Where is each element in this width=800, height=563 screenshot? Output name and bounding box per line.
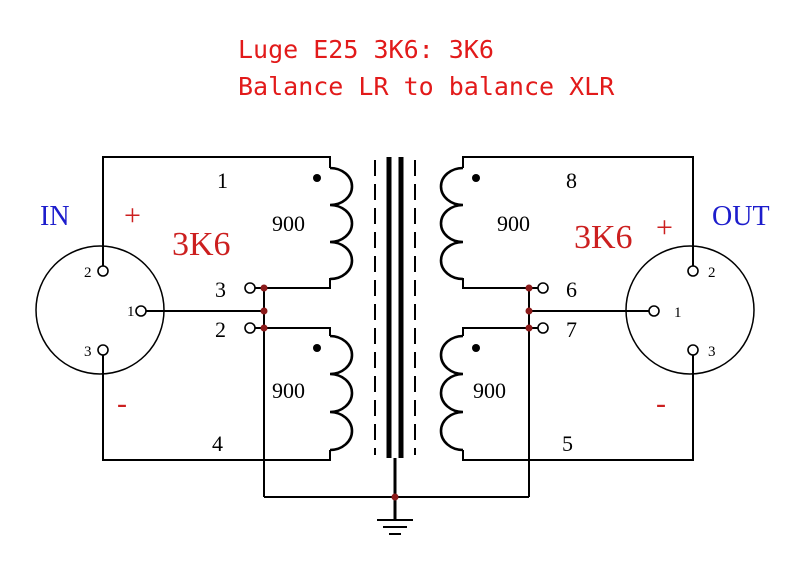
- output-pin-2: [687, 265, 699, 277]
- primary-terminal-3-label: 3: [215, 277, 226, 302]
- output-pin-1-label: 1: [674, 305, 682, 321]
- output-label: OUT: [712, 201, 770, 232]
- title-line-2: Balance LR to balance XLR: [238, 72, 615, 101]
- input-minus-sign: -: [117, 387, 127, 420]
- terminal-2: [244, 322, 256, 334]
- terminal-3: [244, 282, 256, 294]
- input-pin-1: [135, 305, 147, 317]
- junction-dots: [260, 284, 533, 501]
- primary-wiring: [102, 156, 395, 498]
- input-pin-3-label: 3: [84, 344, 92, 360]
- primary-upper-coil: [329, 166, 354, 281]
- primary-terminal-2-label: 2: [215, 317, 226, 342]
- secondary-terminal-8-label: 8: [566, 168, 577, 193]
- primary-lower-coil: [329, 334, 354, 452]
- secondary-wiring: [395, 156, 694, 498]
- secondary-upper-winding-label: 900: [497, 211, 530, 236]
- title-line-1: Luge E25 3K6: 3K6: [238, 35, 494, 64]
- secondary-terminal-5-label: 5: [562, 431, 573, 456]
- input-plus-sign: +: [124, 199, 141, 232]
- terminal-7: [537, 322, 549, 334]
- primary-lower-dot: [313, 344, 321, 352]
- secondary-upper-dot: [472, 174, 480, 182]
- primary-terminal-1-label: 1: [217, 168, 228, 193]
- output-plus-sign: +: [656, 211, 673, 244]
- output-pin-2-label: 2: [708, 265, 716, 281]
- secondary-terminal-7-label: 7: [566, 317, 577, 342]
- input-impedance-label: 3K6: [172, 226, 231, 263]
- input-label: IN: [40, 201, 70, 232]
- output-impedance-label: 3K6: [574, 219, 633, 256]
- terminal-6: [537, 282, 549, 294]
- primary-lower-winding-label: 900: [272, 378, 305, 403]
- secondary-lower-coil: [439, 334, 464, 452]
- input-pin-1-label: 1: [127, 304, 135, 320]
- input-pin-3: [97, 344, 109, 356]
- input-pin-2-label: 2: [84, 265, 92, 281]
- ground-symbol: [377, 458, 413, 535]
- input-xlr-connector: [35, 245, 165, 375]
- secondary-upper-coil: [439, 166, 464, 281]
- secondary-terminal-6-label: 6: [566, 277, 577, 302]
- output-minus-sign: -: [656, 387, 666, 420]
- output-pin-3: [687, 344, 699, 356]
- output-pin-1: [648, 305, 660, 317]
- transformer-core: [374, 157, 416, 458]
- secondary-lower-dot: [472, 344, 480, 352]
- primary-terminal-4-label: 4: [212, 431, 223, 456]
- output-pin-3-label: 3: [708, 344, 716, 360]
- input-pin-2: [97, 265, 109, 277]
- primary-upper-winding-label: 900: [272, 211, 305, 236]
- secondary-lower-winding-label: 900: [473, 378, 506, 403]
- primary-upper-dot: [313, 174, 321, 182]
